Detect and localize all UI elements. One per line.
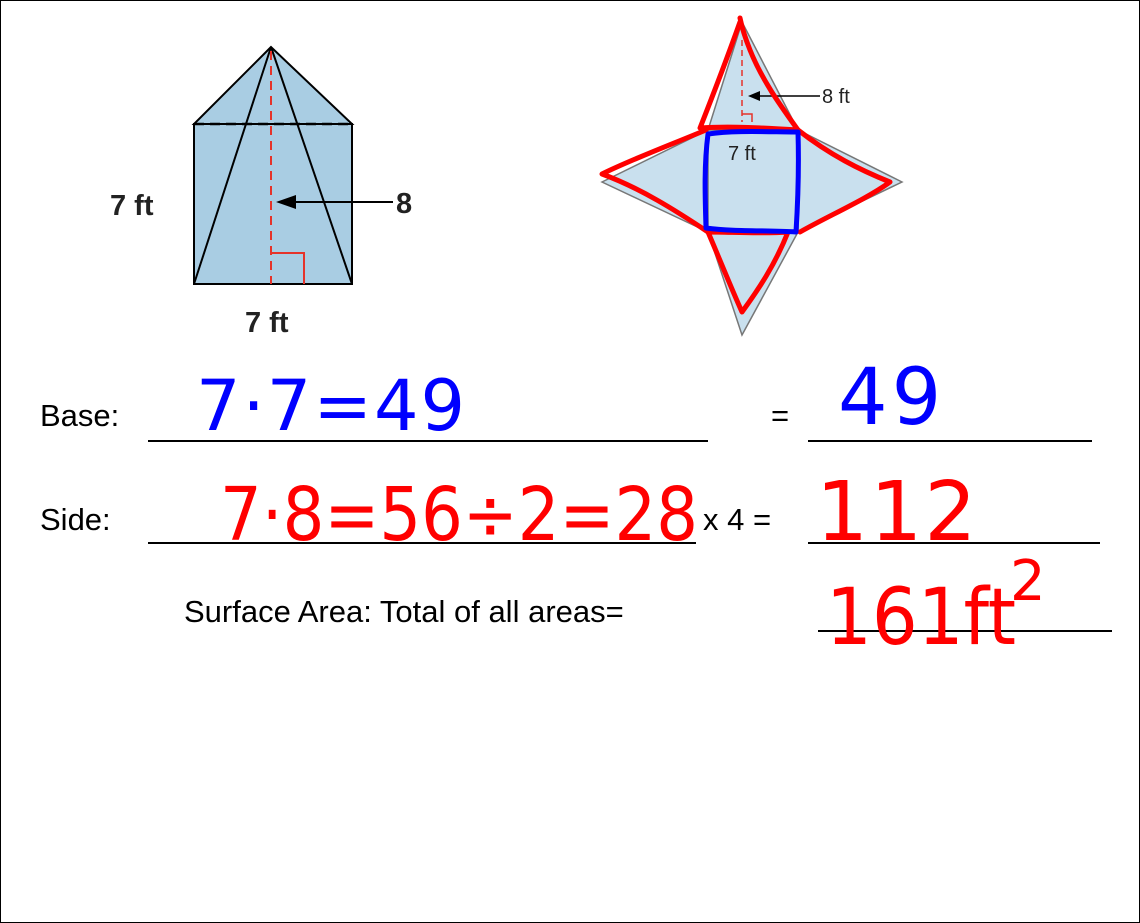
red-outline-left-triangle [599, 127, 711, 235]
net-arrow-head [748, 91, 760, 101]
side-work-handwriting: 7·8=56÷2=28 [220, 472, 698, 558]
base-answer-handwriting: 49 [838, 353, 945, 443]
base-equals: = [771, 398, 790, 433]
prism-slant-label: 8 ft [396, 188, 420, 220]
pyramid-net-figure: 8 ft 7 ft [599, 15, 904, 337]
pyramid-edge-left [193, 46, 272, 285]
red-outline-right-triangle [795, 127, 893, 235]
net-center-square [707, 129, 799, 233]
net-base-label: 7 ft [728, 143, 756, 165]
blue-outline-square [702, 129, 801, 235]
base-work-blank [148, 440, 708, 442]
side-answer-blank [808, 542, 1100, 544]
total-answer-handwriting: 161ft [826, 573, 1016, 663]
right-angle-marker [271, 252, 305, 284]
side-work-blank [148, 542, 696, 544]
net-slant-label: 8 ft [822, 86, 850, 108]
side-times: x 4 = [703, 502, 772, 537]
prism-side-label: 7 ft [110, 190, 154, 222]
total-answer-exponent: 2 [1010, 549, 1046, 614]
total-label: Surface Area: Total of all areas= [184, 594, 624, 629]
pyramid-edge-right [270, 46, 353, 285]
base-label: Base: [40, 398, 120, 433]
slant-arrow-head [276, 195, 296, 209]
base-work-handwriting: 7·7=49 [196, 365, 467, 447]
net-right-angle-marker [742, 113, 753, 122]
side-answer-handwriting: 112 [816, 465, 979, 560]
pyramid-figure: 7 ft 8 ft 7 ft [110, 45, 420, 339]
base-answer-blank [808, 440, 1092, 442]
total-answer-blank [818, 630, 1112, 632]
side-label: Side: [40, 502, 111, 537]
prism-base-label: 7 ft [245, 307, 289, 339]
